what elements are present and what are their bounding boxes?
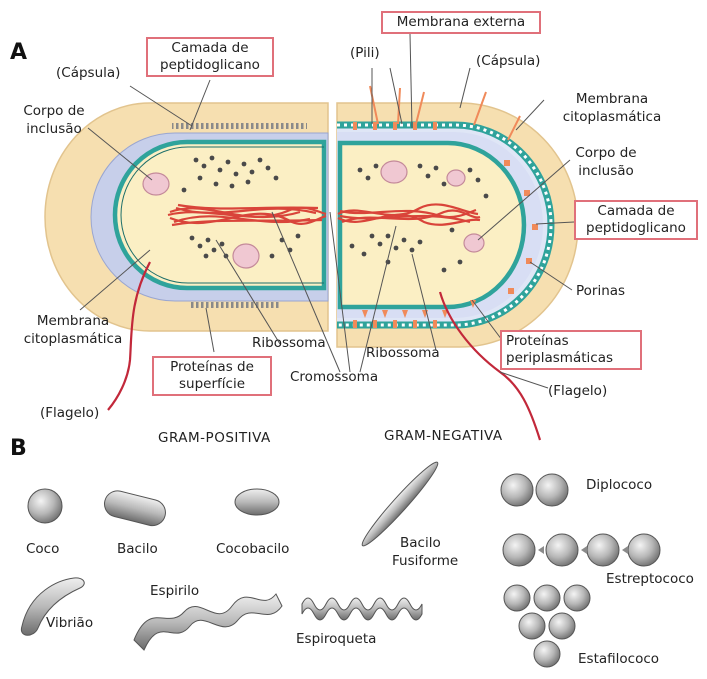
diplococo-label: Diplococo (586, 476, 652, 494)
gp-corpo-line2: inclusão (14, 120, 94, 138)
gp-membrana-label: Membrana citoplasmática (8, 312, 138, 348)
gram-positive-title: GRAM-POSITIVA (158, 430, 271, 446)
gn-membrana-line2: citoplasmática (542, 108, 682, 126)
gn-membrana-externa-text: Membrana externa (387, 14, 535, 31)
gp-camada-line2: peptidoglicano (152, 57, 268, 74)
section-a-label: A (10, 40, 27, 65)
gp-proteinas-line1: Proteínas de (158, 359, 266, 376)
espirilo-label: Espirilo (150, 582, 199, 600)
gp-flagelo-label: (Flagelo) (40, 404, 99, 422)
gn-proteinas-box: Proteínas periplasmáticas (500, 330, 642, 370)
gn-proteinas-line1: Proteínas (506, 333, 636, 350)
estafilococo-label: Estafilococo (578, 650, 659, 668)
vibriao-label: Vibrião (46, 614, 93, 632)
gn-capsula-label: (Cápsula) (476, 52, 540, 70)
gn-membrana-externa-box: Membrana externa (381, 11, 541, 34)
inclusion-body-gn-3 (464, 234, 484, 252)
gp-membrana-line1: Membrana (8, 312, 138, 330)
inclusion-body-gp-2 (233, 244, 259, 268)
inclusion-body-gn-1 (381, 161, 407, 183)
gn-proteinas-line2: periplasmáticas (506, 350, 636, 367)
espirilo-shape (134, 594, 282, 650)
section-b-label: B (10, 436, 27, 461)
bacilo-fusiforme-label: Bacilo Fusiforme (392, 534, 458, 570)
gp-corpo-line1: Corpo de (14, 102, 94, 120)
gn-membrana-line1: Membrana (542, 90, 682, 108)
espiroqueta-shape (302, 598, 422, 620)
gn-corpo-label: Corpo de inclusão (566, 144, 646, 180)
gp-camada-box: Camada de peptidoglicano (146, 37, 274, 77)
gn-camada-line2: peptidoglicano (580, 220, 692, 237)
diplococo-shape (501, 474, 568, 506)
coco-shape (28, 489, 62, 523)
gp-corpo-label: Corpo de inclusão (14, 102, 94, 138)
cocobacilo-label: Cocobacilo (216, 540, 289, 558)
gn-corpo-line2: inclusão (566, 162, 646, 180)
espiroqueta-label: Espiroqueta (296, 630, 376, 648)
gn-membrana-label: Membrana citoplasmática (542, 90, 682, 126)
gp-capsula-label: (Cápsula) (56, 64, 120, 82)
gram-negative-cell (337, 86, 578, 440)
gn-ribossoma-label: Ribossoma (366, 344, 440, 362)
gn-camada-line1: Camada de (580, 203, 692, 220)
gp-ribossoma-label: Ribossoma (252, 334, 326, 352)
gn-pili-label: (Pili) (350, 44, 380, 62)
inclusion-body-gn-2 (447, 170, 465, 186)
bacilo-shape (102, 488, 168, 528)
estreptococo-shape (503, 534, 660, 566)
bacilo-label: Bacilo (117, 540, 158, 558)
gp-camada-line1: Camada de (152, 40, 268, 57)
coco-label: Coco (26, 540, 59, 558)
gn-flagelo-label: (Flagelo) (548, 382, 607, 400)
gram-negative-title: GRAM-NEGATIVA (384, 428, 503, 444)
surface-protein-dots-bottom (190, 302, 280, 308)
gn-corpo-line1: Corpo de (566, 144, 646, 162)
estreptococo-label: Estreptococo (606, 570, 694, 588)
gp-proteinas-box: Proteínas de superfície (152, 356, 272, 396)
gn-camada-box: Camada de peptidoglicano (574, 200, 698, 240)
gn-porinas-label: Porinas (576, 282, 625, 300)
cromossoma-label: Cromossoma (290, 368, 378, 386)
gp-membrana-line2: citoplasmática (8, 330, 138, 348)
bacilo-fusiforme-line1: Bacilo (392, 534, 458, 552)
bacilo-fusiforme-line2: Fusiforme (392, 552, 458, 570)
gp-proteinas-line2: superfície (158, 376, 266, 393)
cocobacilo-shape (235, 489, 279, 515)
